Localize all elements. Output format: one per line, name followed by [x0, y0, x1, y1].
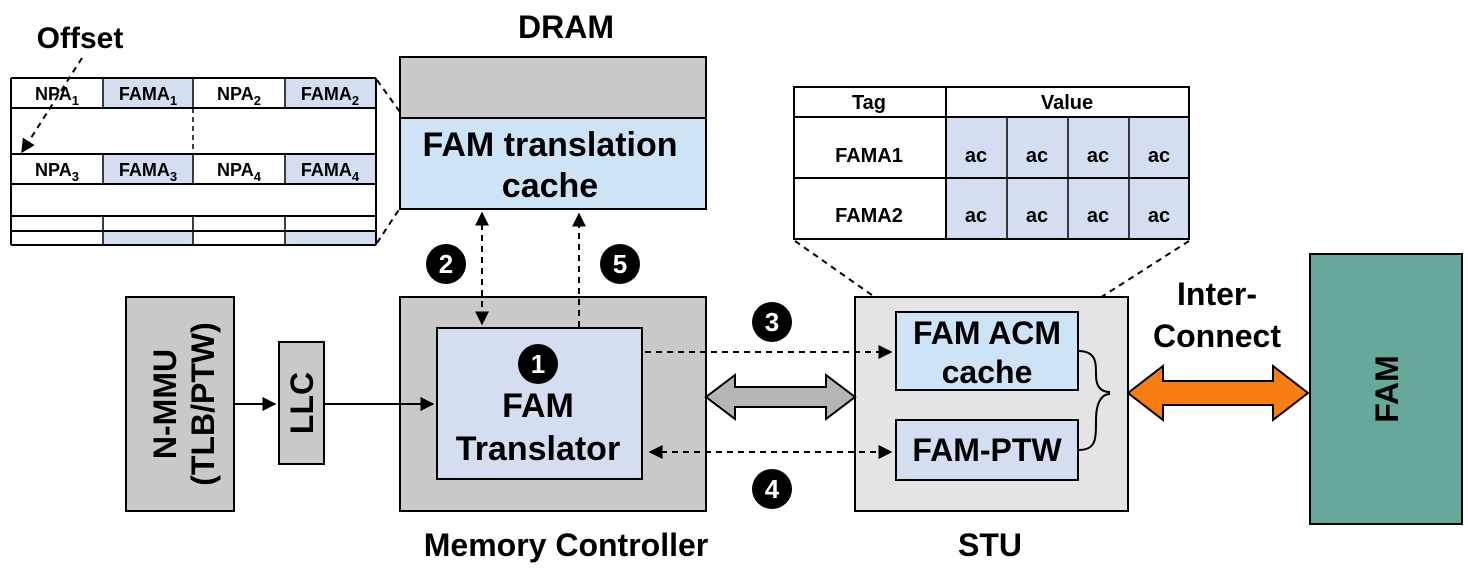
- fam-box: [1309, 253, 1463, 525]
- acm-table: Tag Value FAMA1 FAMA2 ac ac ac ac ac ac …: [793, 86, 1190, 240]
- step-badge-2: [426, 244, 466, 284]
- acm-cache-merge-line: [1077, 350, 1111, 393]
- offset-pointer-arrow: [21, 57, 83, 154]
- nmmu-label-line2: (TLB/PTW): [185, 322, 221, 486]
- table-cell-fama-4: [285, 154, 376, 184]
- acm-table-header-value: Value: [1041, 92, 1093, 114]
- offset-label: Offset: [37, 22, 124, 55]
- table-cell-fama-1: [103, 78, 193, 108]
- step-number-3: 3: [765, 307, 779, 337]
- zoom-line-bottom: [376, 207, 401, 244]
- interconnect-arrow: [1126, 363, 1310, 423]
- acm-table-value: ac: [1087, 145, 1109, 167]
- acm-table-value: ac: [1148, 145, 1170, 167]
- step-badge-1: [518, 344, 558, 384]
- step-badge-5: [600, 244, 640, 284]
- acm-table-value: ac: [1026, 145, 1048, 167]
- acm-table-value: ac: [965, 205, 987, 227]
- acm-table-value: ac: [1087, 205, 1109, 227]
- table-cell-fama-blank: [285, 231, 376, 245]
- fam-ptw-merge-line: [1077, 393, 1111, 451]
- stu-label: STU: [958, 527, 1022, 563]
- nmmu-label-line1: N-MMU: [147, 349, 183, 459]
- table-cell-fama-1-text: FAMA1: [119, 84, 177, 108]
- acm-table-tag-2: FAMA2: [835, 205, 903, 227]
- table-cell-fama-4-text: FAMA4: [301, 160, 360, 184]
- table-cell-fama-3: [103, 154, 193, 184]
- memory-controller-label: Memory Controller: [424, 527, 708, 563]
- fam-acm-cache-box: [895, 311, 1079, 391]
- step-number-4: 4: [765, 474, 780, 504]
- fam-translator-label-line1: FAM: [502, 387, 574, 425]
- step-number-2: 2: [439, 249, 453, 279]
- dram-label: DRAM: [518, 9, 614, 45]
- acm-cache-label-line2: cache: [942, 354, 1033, 390]
- fam-label: FAM: [1369, 355, 1405, 423]
- fam-ptw-label: FAM-PTW: [912, 432, 1062, 468]
- acm-cache-label-line1: FAM ACM: [913, 315, 1061, 351]
- interconnect-label-line1: Inter-: [1177, 276, 1257, 312]
- table-cell-npa-2: NPA2: [217, 84, 261, 108]
- step-badge-3: [752, 302, 792, 342]
- acm-table-value: ac: [1148, 205, 1170, 227]
- table-cell-fama-2-text: FAMA2: [301, 84, 359, 108]
- translation-cache-label-line2: cache: [502, 167, 598, 205]
- acm-table-header-tag: Tag: [852, 92, 886, 114]
- acm-table-value: ac: [965, 145, 987, 167]
- table-cell-npa-3: NPA3: [35, 160, 79, 184]
- mc-stu-bus-arrow: [704, 372, 857, 422]
- step-number-1: 1: [531, 349, 545, 379]
- fam-translator-label-line2: Translator: [456, 430, 620, 468]
- llc-label: LLC: [284, 372, 320, 434]
- step-number-5: 5: [613, 249, 627, 279]
- zoom-line-top: [376, 79, 401, 113]
- table-cell-fama-2: [285, 78, 376, 108]
- cache-line-table: NPA1 FAMA1 NPA2 FAMA2 NPA3 FAMA3 NPA4 FA…: [10, 77, 377, 246]
- translation-cache-label-line1: FAM translation: [422, 126, 677, 164]
- fam-translation-cache-box: [399, 117, 707, 210]
- acm-table-tag-1: FAMA1: [835, 145, 903, 167]
- acm-table-value: ac: [1026, 205, 1048, 227]
- step-badge-4: [752, 469, 792, 509]
- table-cell-fama-3-text: FAMA3: [119, 160, 177, 184]
- interconnect-label-line2: Connect: [1153, 318, 1281, 354]
- table-cell-npa-4: NPA4: [217, 160, 262, 184]
- table-cell-fama-blank: [103, 231, 193, 245]
